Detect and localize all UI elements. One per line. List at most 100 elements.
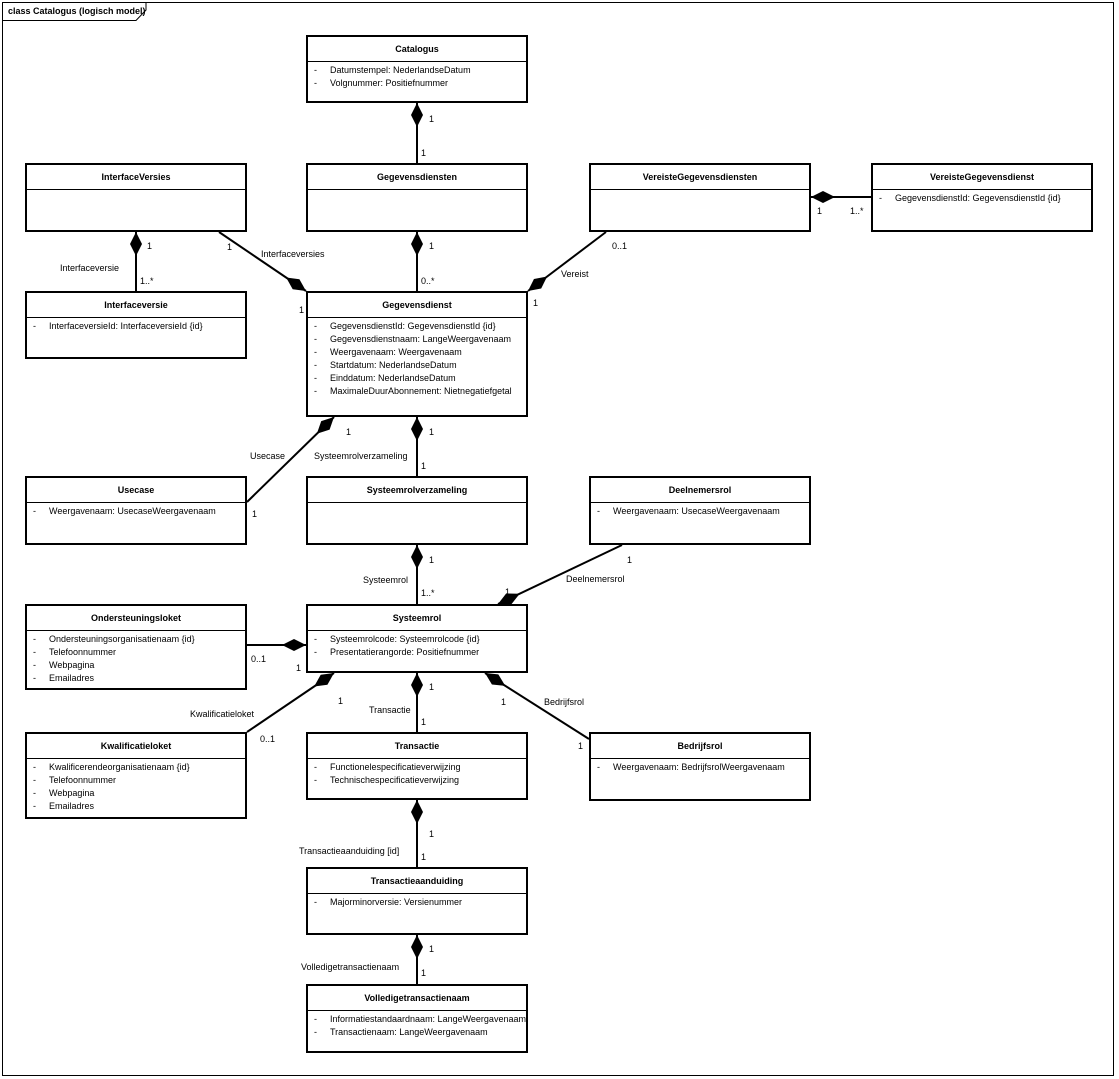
class-volledigetransactienaam[interactable]: Volledigetransactienaam - Informatiestanda…: [306, 984, 528, 1053]
class-kwalificatieloket[interactable]: Kwalificatieloket-Kwalificerendeorganisa…: [25, 732, 247, 819]
class-deelnemersrol[interactable]: Deelnemersrol-Weergavenaam: UsecaseWeerg…: [589, 476, 811, 545]
composition-diamond-icon: [411, 545, 423, 569]
class-name: Systeemrol: [308, 606, 526, 631]
class-gegevensdienst[interactable]: Gegevensdienst-GegevensdienstId: Gegeven…: [306, 291, 528, 417]
attribute-text: Emailadres: [49, 673, 95, 683]
composition-diamond-icon: [411, 232, 423, 256]
attribute-visibility: -: [597, 506, 600, 516]
attribute-row: - Weergavenaam: UsecaseWeergavenaam: [591, 505, 809, 518]
class-name: Gegevensdienst: [308, 293, 526, 318]
multiplicity-label: 1: [533, 298, 539, 308]
attribute-text: Weergavenaam: BedrijfsrolWeergavenaam: [613, 762, 785, 772]
class-name: Transactieaanduiding: [308, 869, 526, 894]
multiplicity-label: 1..*: [421, 588, 435, 598]
multiplicity-label: 1: [429, 114, 435, 124]
frame-tab-outline: [2, 2, 147, 21]
class-name: Volledigetransactienaam: [308, 986, 526, 1011]
multiplicity-label: 1: [429, 241, 435, 251]
role-label: Systeemrol: [363, 575, 409, 585]
attribute-text: Informatiestandaardnaam: LangeWeergavena…: [330, 1014, 526, 1024]
class-bedrijfsrol[interactable]: Bedrijfsrol-Weergavenaam: BedrijfsrolWee…: [589, 732, 811, 801]
class-name: Gegevensdiensten: [308, 165, 526, 190]
attribute-text: Systeemrolcode: Systeemrolcode {id}: [330, 634, 480, 644]
composition-diamond-icon: [286, 277, 306, 291]
attribute-text: Technischespecificatieverwijzing: [330, 775, 460, 785]
multiplicity-label: 1: [505, 587, 511, 597]
class-name: Transactie: [308, 734, 526, 759]
multiplicity-label: 1: [578, 741, 584, 751]
composition-diamond-icon: [411, 417, 423, 441]
multiplicity-label: 1: [252, 509, 258, 519]
attribute-text: GegevensdienstId: GegevensdienstId {id}: [895, 193, 1061, 203]
class-systeemrol[interactable]: Systeemrol-Systeemrolcode: Systeemrolcod…: [306, 604, 528, 673]
multiplicity-label: 1: [429, 555, 435, 565]
multiplicity-label: 1: [429, 427, 435, 437]
multiplicity-label: 1: [296, 663, 302, 673]
attribute-row: -InterfaceversieId: InterfaceversieId {i…: [27, 320, 245, 333]
attribute-text: Presentatierangorde: Positiefnummer: [330, 647, 480, 657]
attribute-row: -Emailadres: [27, 800, 245, 813]
attribute-visibility: -: [314, 1014, 317, 1024]
multiplicity-label: 1..*: [850, 206, 864, 216]
class-name: VereisteGegevensdiensten: [591, 165, 809, 190]
class-systeemrolverzameling[interactable]: Systeemrolverzameling: [306, 476, 528, 545]
multiplicity-label: 1: [338, 696, 344, 706]
role-label: Vereist: [561, 269, 589, 279]
attribute-text: Volgnummer: Positiefnummer: [330, 78, 449, 88]
multiplicity-label: 1: [227, 242, 233, 252]
role-label: Volledigetransactienaam: [301, 962, 400, 972]
attribute-text: Startdatum: NederlandseDatum: [330, 360, 457, 370]
role-label: Interfaceversie: [60, 263, 120, 273]
multiplicity-label: 1..*: [140, 276, 154, 286]
class-transactieaanduiding[interactable]: Transactieaanduiding-Majorminorversie: V…: [306, 867, 528, 935]
class-name: Systeemrolverzameling: [308, 478, 526, 503]
multiplicity-label: 0..1: [260, 734, 276, 744]
attribute-row: -Emailadres: [27, 672, 245, 685]
attribute-visibility: -: [33, 634, 36, 644]
class-usecase[interactable]: Usecase-Weergavenaam: UsecaseWeergavenaa…: [25, 476, 247, 545]
attribute-text: Weergavenaam: Weergavenaam: [330, 347, 462, 357]
attribute-text: Weergavenaam: UsecaseWeergavenaam: [613, 506, 780, 516]
composition-diamond-icon: [498, 593, 520, 605]
multiplicity-label: 0..1: [612, 241, 628, 251]
attribute-text: Functionelespecificatieverwijzing: [330, 762, 461, 772]
class-name: Interfaceversie: [27, 293, 245, 318]
role-label: Transactie: [369, 705, 411, 715]
attribute-text: Datumstempel: NederlandseDatum: [330, 65, 471, 75]
attribute-text: Majorminorversie: Versienummer: [330, 897, 463, 907]
attribute-text: Weergavenaam: UsecaseWeergavenaam: [49, 506, 216, 516]
role-label: Deelnemersrol: [566, 574, 625, 584]
attribute-visibility: -: [314, 373, 317, 383]
class-transactie[interactable]: Transactie - Functionelespecificatieverwij…: [306, 732, 528, 800]
role-label: Interfaceversies: [261, 249, 325, 259]
class-name: VereisteGegevensdienst: [873, 165, 1091, 190]
class-gegevensdiensten[interactable]: Gegevensdiensten: [306, 163, 528, 232]
composition-diamond-icon: [411, 673, 423, 697]
class-catalogus[interactable]: Catalogus-Datumstempel: NederlandseDatum…: [306, 35, 528, 103]
attribute-visibility: -: [314, 762, 317, 772]
attribute-row: -GegevensdienstId: GegevensdienstId {id}: [308, 320, 526, 333]
class-vereistegegevensdienst[interactable]: VereisteGegevensdienst - GegevensdienstId:…: [871, 163, 1093, 232]
class-vereistegegevensdiensten[interactable]: VereisteGegevensdiensten: [589, 163, 811, 232]
class-interfaceversie[interactable]: Interfaceversie -InterfaceversieId: Inter…: [25, 291, 247, 359]
attribute-row: - Informatiestandaardnaam: LangeWeergaven…: [308, 1013, 526, 1026]
attribute-text: Kwalificerendeorganisatienaam {id}: [49, 762, 190, 772]
attribute-row: - Startdatum: NederlandseDatum: [308, 359, 526, 372]
multiplicity-label: 1: [627, 555, 633, 565]
attribute-text: Einddatum: NederlandseDatum: [330, 373, 456, 383]
attribute-visibility: -: [314, 360, 317, 370]
class-interfaceversies[interactable]: InterfaceVersies: [25, 163, 247, 232]
composition-diamond-icon: [411, 800, 423, 824]
attribute-text: Telefoonnummer: [49, 647, 117, 657]
attribute-text: GegevensdienstId: GegevensdienstId {id}: [330, 321, 496, 331]
role-label: Kwalificatieloket: [190, 709, 255, 719]
frame-title: class Catalogus (logisch model): [8, 6, 146, 16]
attribute-visibility: -: [33, 660, 36, 670]
attribute-row: -Presentatierangorde: Positiefnummer: [308, 646, 526, 659]
composition-diamond-icon: [411, 935, 423, 959]
multiplicity-label: 1: [429, 682, 435, 692]
attribute-visibility: -: [879, 193, 882, 203]
attribute-row: -Datumstempel: NederlandseDatum: [308, 64, 526, 77]
class-ondersteuningsloket[interactable]: Ondersteuningsloket-Ondersteuningsorgani…: [25, 604, 247, 690]
attribute-text: Emailadres: [49, 801, 95, 811]
